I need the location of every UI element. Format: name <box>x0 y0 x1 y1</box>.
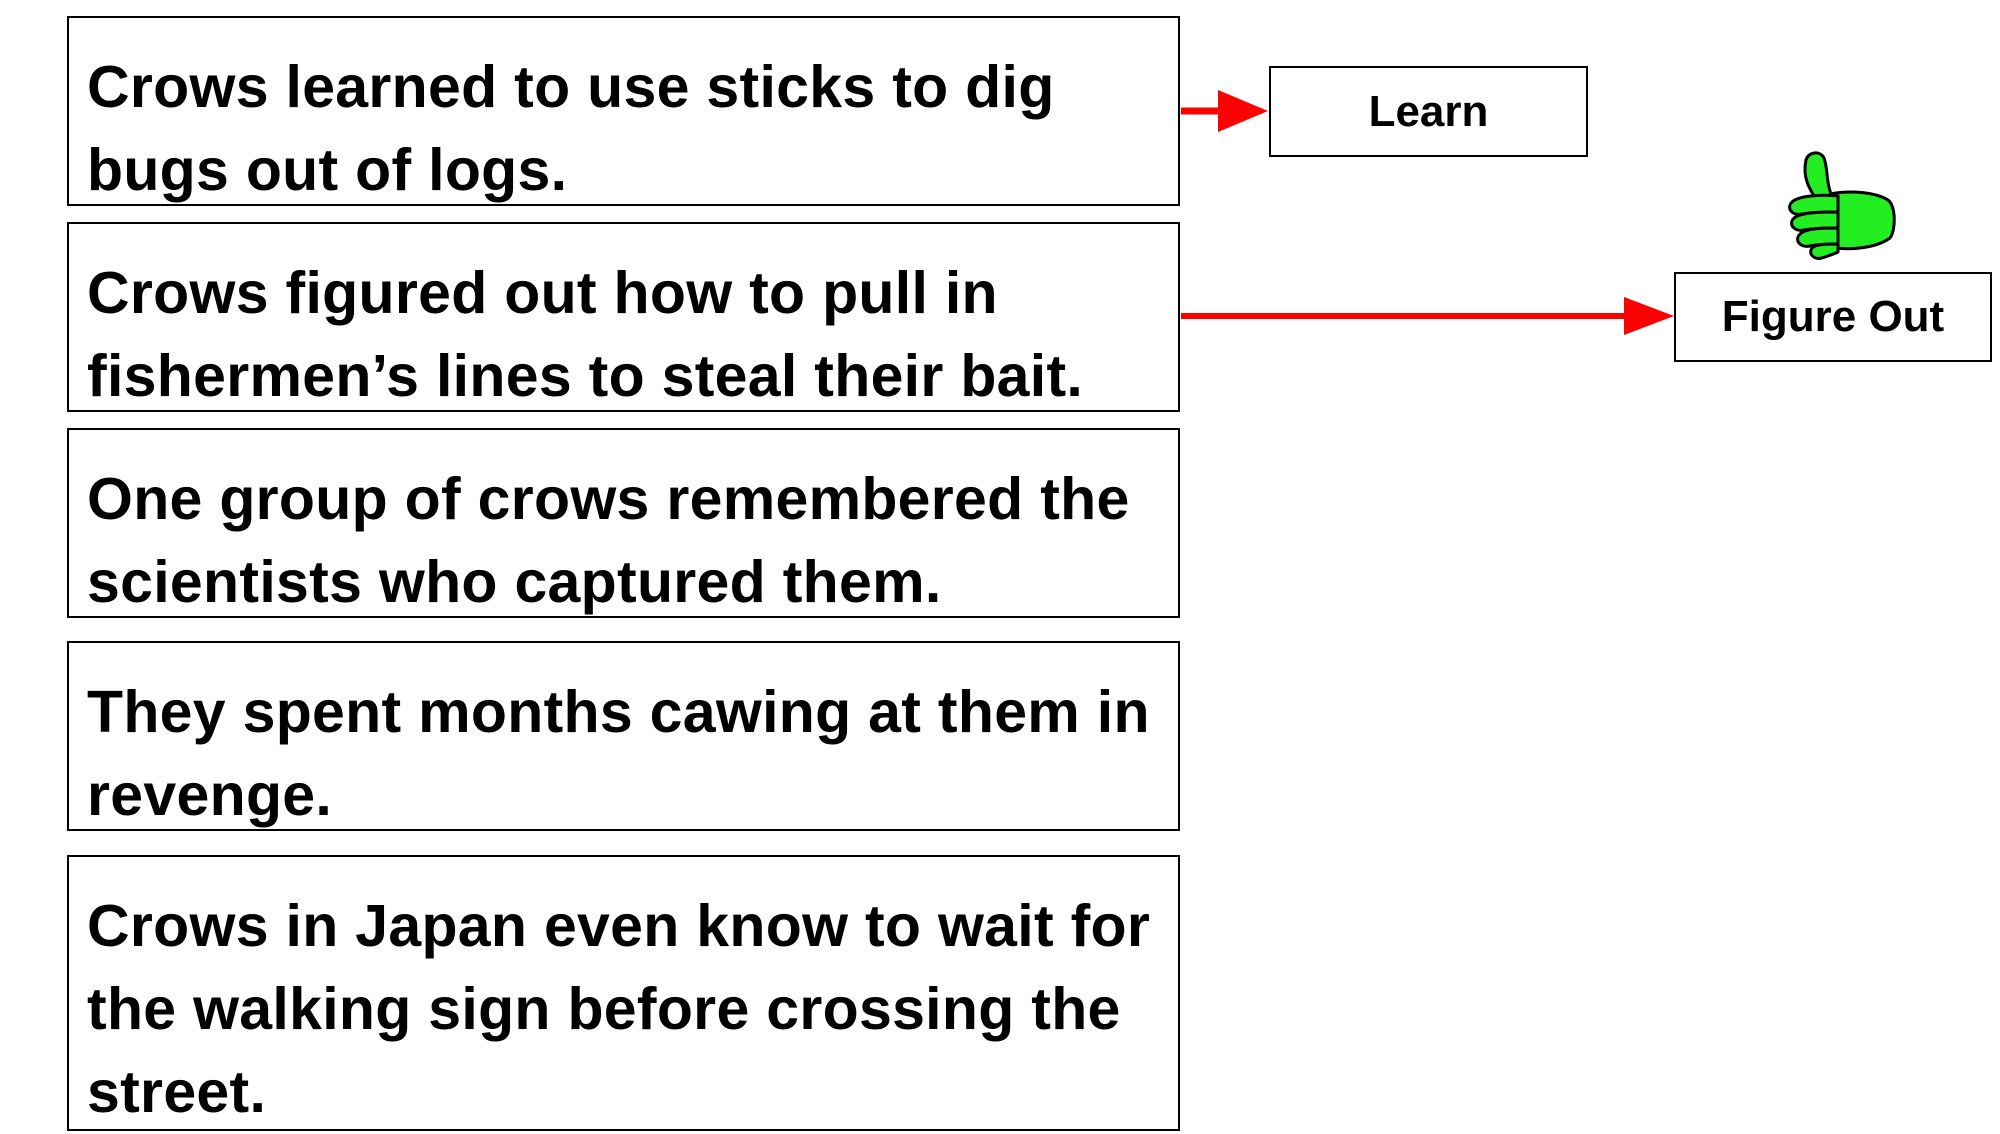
word-label-figure-out: Figure Out <box>1721 292 1945 341</box>
word-box-figure-out[interactable]: Figure Out <box>1674 272 1992 362</box>
sentence-text: Crows in Japan even know to wait for the… <box>87 893 1151 1125</box>
sentence-card-3[interactable]: One group of crows remembered the scient… <box>67 428 1180 618</box>
sentence-text: One group of crows remembered the scient… <box>87 466 1130 615</box>
arrow-sentence2-to-figure-out <box>1181 297 1674 335</box>
word-label-learn: Learn <box>1368 86 1489 136</box>
thumbs-up-icon <box>1788 151 1896 260</box>
word-box-learn[interactable]: Learn <box>1269 66 1588 157</box>
arrow-sentence1-to-learn <box>1181 90 1268 132</box>
sentence-card-2[interactable]: Crows figured out how to pull in fisherm… <box>67 222 1180 412</box>
sentence-text: Crows learned to use sticks to dig bugs … <box>87 54 1055 203</box>
sentence-text: Crows figured out how to pull in fisherm… <box>87 260 1084 409</box>
sentence-card-5[interactable]: Crows in Japan even know to wait for the… <box>67 855 1180 1131</box>
sentence-card-4[interactable]: They spent months cawing at them in reve… <box>67 641 1180 831</box>
sentence-card-1[interactable]: Crows learned to use sticks to dig bugs … <box>67 16 1180 206</box>
sentence-text: They spent months cawing at them in reve… <box>87 679 1150 828</box>
